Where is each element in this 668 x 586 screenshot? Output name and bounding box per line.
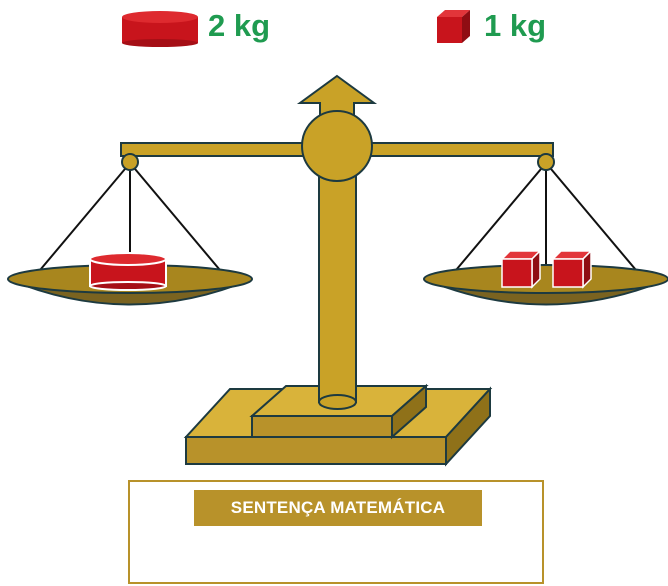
scale-pillar — [318, 169, 357, 410]
left-pan-hanger — [29, 153, 231, 283]
right-pan-cube-weight — [500, 249, 542, 289]
legend-disc-icon — [122, 11, 198, 47]
legend-cube-icon — [437, 10, 470, 43]
math-sentence-title: SENTENÇA MATEMÁTICA — [194, 490, 482, 526]
legend-cube-weight-label: 1 kg — [484, 8, 547, 43]
right-pan-cube-weight — [551, 249, 593, 289]
legend-disc-weight-label: 2 kg — [208, 8, 271, 43]
scale-hub — [301, 110, 373, 182]
right-pan — [423, 264, 668, 306]
left-pan-disc-weight — [89, 252, 167, 291]
right-pan-hanger — [445, 153, 647, 283]
